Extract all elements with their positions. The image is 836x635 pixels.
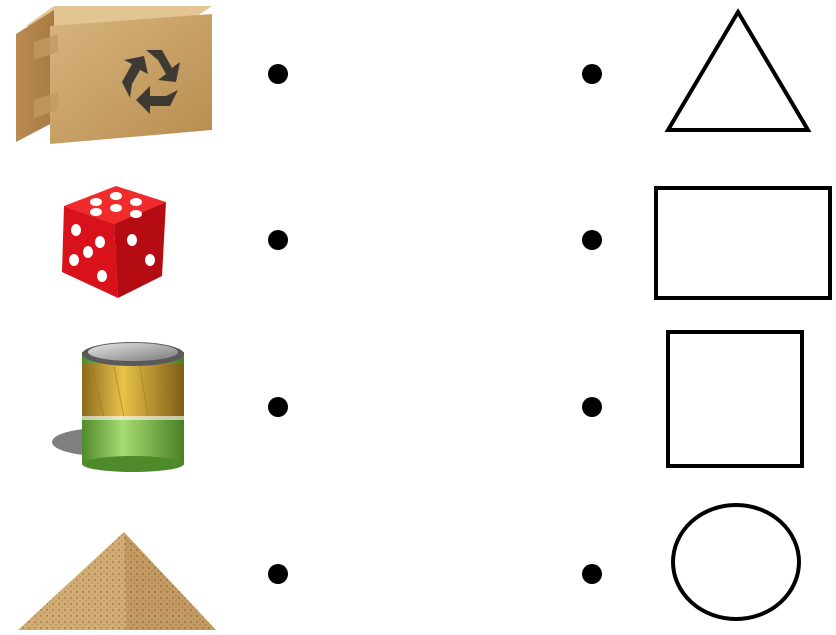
cardboard-box-icon bbox=[14, 4, 214, 146]
triangle-shape bbox=[664, 8, 812, 134]
left-dot-3[interactable] bbox=[268, 397, 288, 417]
right-dot-1[interactable] bbox=[582, 64, 602, 84]
triangle-icon bbox=[664, 8, 812, 134]
right-dot-4[interactable] bbox=[582, 564, 602, 584]
right-dot-2[interactable] bbox=[582, 230, 602, 250]
square-shape bbox=[666, 330, 804, 468]
corn-can-icon bbox=[44, 338, 194, 472]
left-dot-4[interactable] bbox=[268, 564, 288, 584]
rectangle-icon bbox=[654, 186, 832, 300]
square-icon bbox=[666, 330, 804, 468]
circle-icon bbox=[670, 502, 802, 622]
circle-shape bbox=[670, 502, 802, 622]
corn-can-picture bbox=[44, 338, 194, 472]
rectangle-shape bbox=[654, 186, 832, 300]
right-dot-3[interactable] bbox=[582, 397, 602, 417]
dice-picture bbox=[58, 180, 170, 300]
cardboard-box-picture bbox=[14, 4, 214, 146]
left-dot-1[interactable] bbox=[268, 64, 288, 84]
left-dot-2[interactable] bbox=[268, 230, 288, 250]
sand-pyramid-picture bbox=[16, 530, 218, 632]
dice-icon bbox=[58, 180, 170, 300]
sand-pyramid-icon bbox=[16, 530, 218, 632]
